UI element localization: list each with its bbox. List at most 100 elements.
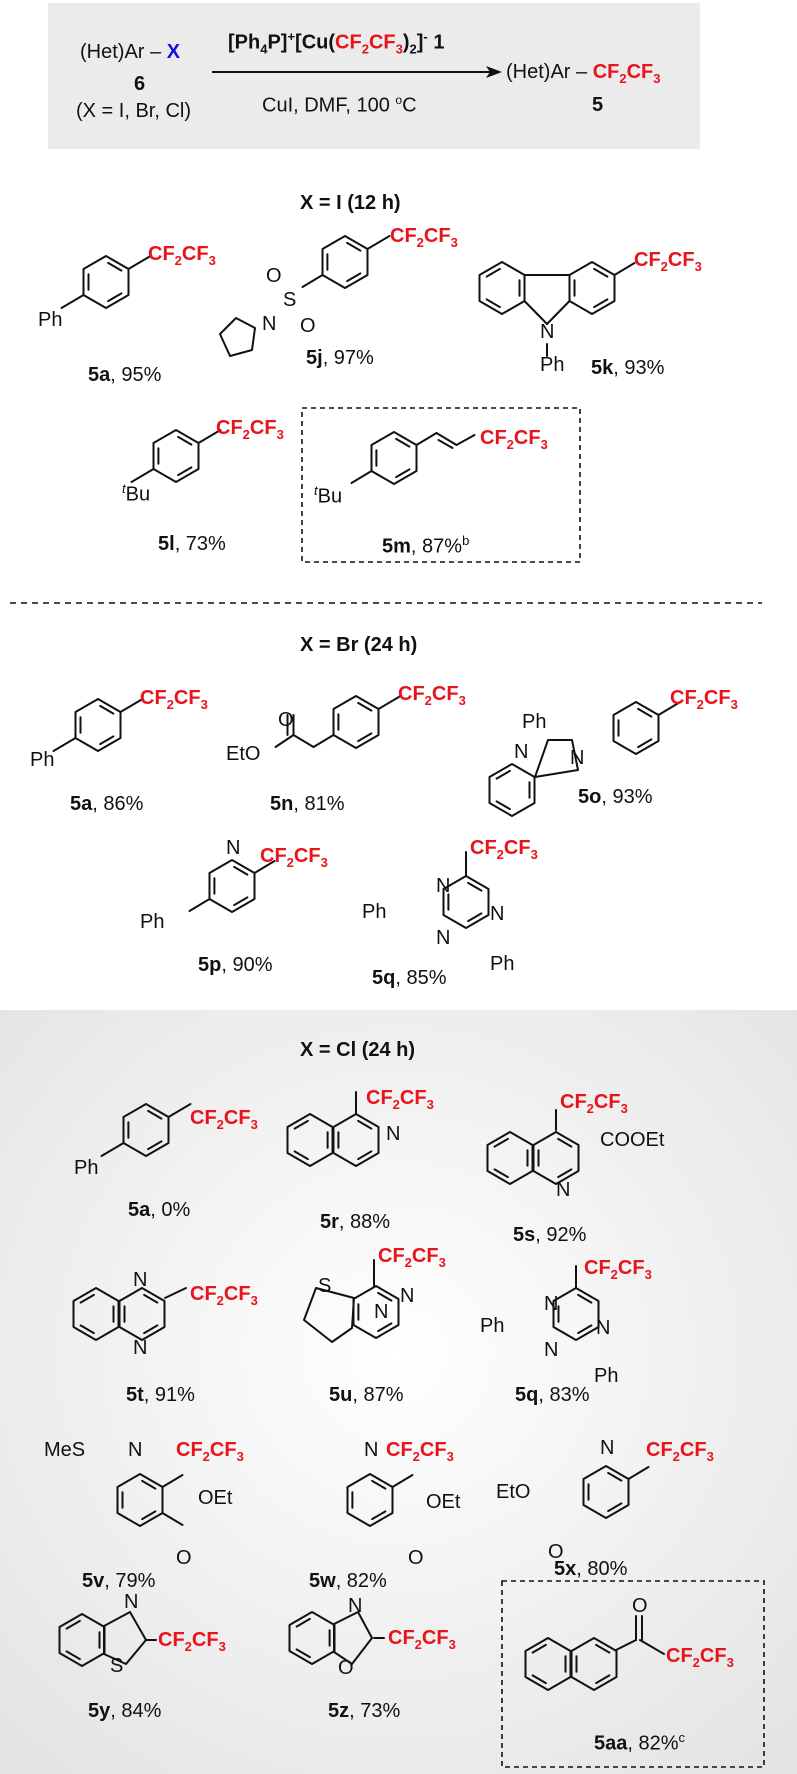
phenyl: Ph [74,1157,99,1179]
cf-sub: 3 [458,693,466,708]
triazine-nitrogen: N [544,1293,559,1315]
double-bond [295,1617,311,1628]
double-bond [357,1119,373,1130]
bond [312,734,335,748]
compound-id: 5o [578,786,602,808]
sulfur: S [110,1655,124,1677]
bond [415,432,438,446]
benzene-ring [532,1131,580,1185]
double-bond [147,1140,163,1151]
compound-label: 5n, 81% [270,794,345,814]
cf-text: CF [378,1245,405,1267]
compound-yield: , 81% [293,793,345,815]
double-bond [99,735,115,746]
double-bond [531,1643,547,1654]
double-bond [293,1119,309,1130]
double-bond [107,261,123,272]
cf-text: CF [480,427,507,449]
benzene-ring [72,1287,120,1341]
double-bond [467,881,483,892]
double-bond [177,435,193,446]
benzene-ring [82,255,130,309]
bond-to-sub [350,470,373,484]
cf-text: CF [216,417,243,439]
bond-to-sub [60,294,85,309]
phenyl: Ph [490,953,515,975]
compound-id: 5w [309,1570,336,1592]
reactant-number: 6 [134,73,146,95]
cf-text: CF [646,1439,673,1461]
cf-text: CF [158,1629,185,1651]
sulfur: S [283,289,297,311]
cf-text: CF [190,1107,217,1129]
compound-label: 5s, 92% [513,1225,586,1245]
benzene-ring [58,1613,106,1667]
double-bond [493,1137,509,1148]
compound-id: 5r [320,1211,339,1233]
phenyl: Ph [38,309,63,331]
double-bond [79,1293,95,1304]
benzene-ring [568,261,616,315]
bond-to-cf [253,860,276,874]
phenyl: Ph [594,1365,619,1387]
double-bond [377,1322,393,1333]
cf-sub: 3 [644,1267,652,1282]
cf-text: CF [670,687,697,709]
reactant-aryl: (Het)Ar [80,41,145,63]
cf-text: CF [223,1283,251,1305]
cf-sub: 3 [530,847,538,862]
benzene-ring [286,1113,334,1167]
double-bond [65,1650,81,1661]
double-bond [177,466,193,477]
oxazole-ring [333,1611,373,1665]
cf2cf3-group: CF2CF3 [378,1246,446,1269]
nitrogen: N [124,1591,139,1613]
benzene-ring [552,1287,600,1341]
compound-label: 5q, 85% [372,968,447,988]
compound-yield: , 82% [627,1732,679,1755]
phenyl: Ph [30,749,55,771]
bond-to-cf [657,702,680,716]
compound-yield: , 84% [110,1700,162,1722]
tert-butyl: tBu [314,483,343,508]
nitrogen: N [133,1269,148,1291]
compound-label: 5k, 93% [591,358,664,378]
cf-sub: 2 [202,1449,210,1464]
benzene-ring [321,235,369,289]
cf-text: CF [679,1439,707,1461]
cf2cf3-group: CF2CF3 [260,846,328,869]
cf-sub: 3 [620,1101,628,1116]
compound-label: 5a, 0% [128,1200,190,1220]
bond [546,300,571,325]
compound-yield: , 85% [395,967,447,989]
bond-to-cf [377,695,402,710]
imidazole-ring [534,739,579,778]
nitrogen: N [570,747,585,769]
bond [274,734,295,748]
ethoxy: OEt [198,1487,233,1509]
bond [161,1512,184,1526]
phenyl: Ph [540,354,565,376]
bond [292,734,315,748]
cf-sub: 2 [496,847,504,862]
compound-yield: , 93% [613,357,665,379]
benzene-ring [370,431,418,485]
compound-label: 5o, 93% [578,787,653,807]
cf2cf3-group: CF2CF3 [390,226,458,249]
product-label: (Het)Ar – CF2CF3 [506,61,661,86]
compound-label: 5a, 86% [70,794,143,814]
alkene-double [437,439,454,449]
compound-yield: , 88% [338,1211,391,1233]
cf2cf3-group: CF2CF3 [140,688,208,711]
cf-sub: 3 [276,427,284,442]
compound-id: 5q [515,1384,539,1406]
double-bond [346,272,362,283]
cf-text: CF [513,427,541,449]
phenyl: Ph [480,1315,505,1337]
double-bond [143,1293,159,1304]
cf-sub: 3 [218,1639,226,1654]
nitrogen: N [600,1437,615,1459]
compound-id: 5t [126,1384,144,1406]
double-bond [607,1471,623,1482]
